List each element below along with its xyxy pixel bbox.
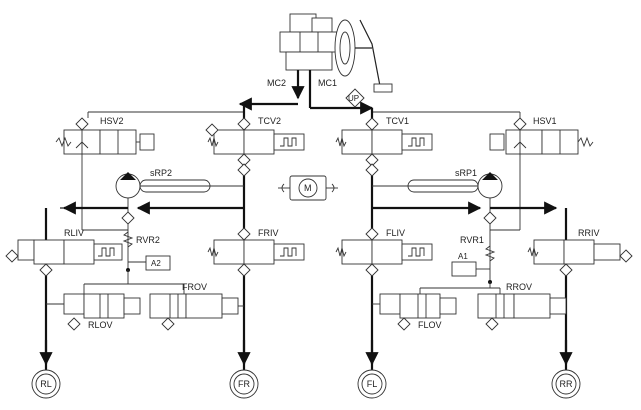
motor-icon (278, 175, 338, 201)
wheel-rr-label: RR (560, 379, 573, 389)
srp1-pump (372, 172, 503, 212)
motor-label: M (304, 183, 312, 193)
friv-valve (207, 227, 305, 277)
wheel-fl-label: FL (367, 379, 378, 389)
wheel-fl: FL (357, 369, 387, 399)
wheel-feed-arrows (39, 340, 573, 366)
srp2-label: sRP2 (150, 168, 172, 178)
rrov-label: RROV (506, 282, 532, 292)
flov-valve (372, 293, 457, 331)
hsv1-valve (489, 117, 594, 155)
up-valve-icon (345, 88, 365, 108)
frov-label: FROV (182, 282, 207, 292)
rliv-valve (5, 239, 123, 277)
top-lines (87, 111, 521, 118)
tcv2-label: TCV2 (258, 116, 281, 126)
rliv-label: RLIV (64, 228, 84, 238)
rrov-valve (477, 293, 567, 331)
rvr2-valve (122, 224, 171, 272)
fliv-valve (335, 227, 433, 277)
rvr2-label: RVR2 (136, 235, 160, 245)
hsv1-label: HSV1 (533, 116, 557, 126)
flov-label: FLOV (418, 320, 442, 330)
tcv1-valve (335, 117, 433, 167)
srp2-pump (115, 172, 244, 212)
tcv2-valve (205, 117, 305, 167)
wheel-rl-label: RL (40, 379, 52, 389)
wheel-fr: FR (229, 369, 259, 399)
frov-valve (149, 293, 244, 331)
rvr1-label: RVR1 (460, 235, 484, 245)
rriv-label: RRIV (578, 228, 600, 238)
master-cylinder (279, 13, 393, 93)
tcv1-label: TCV1 (386, 116, 409, 126)
fliv-label: FLIV (386, 228, 405, 238)
rriv-valve (527, 239, 633, 277)
wheel-fr-label: FR (238, 379, 250, 389)
a1-label: A1 (458, 252, 468, 261)
outlet-lines (83, 270, 501, 294)
friv-label: FRIV (258, 228, 279, 238)
rvr1-valve (451, 224, 496, 284)
wheel-rl: RL (31, 369, 61, 399)
mc-lines (238, 70, 374, 115)
return-lines (60, 154, 558, 231)
rlov-label: RLOV (88, 320, 113, 330)
up-label: UP (348, 94, 359, 103)
mc2-label: MC2 (267, 78, 286, 88)
hsv2-label: HSV2 (100, 116, 124, 126)
srp1-label: sRP1 (455, 168, 477, 178)
rlov-valve (46, 293, 141, 331)
wheel-rr: RR (551, 369, 581, 399)
mc1-label: MC1 (318, 78, 337, 88)
a2-label: A2 (151, 259, 161, 268)
